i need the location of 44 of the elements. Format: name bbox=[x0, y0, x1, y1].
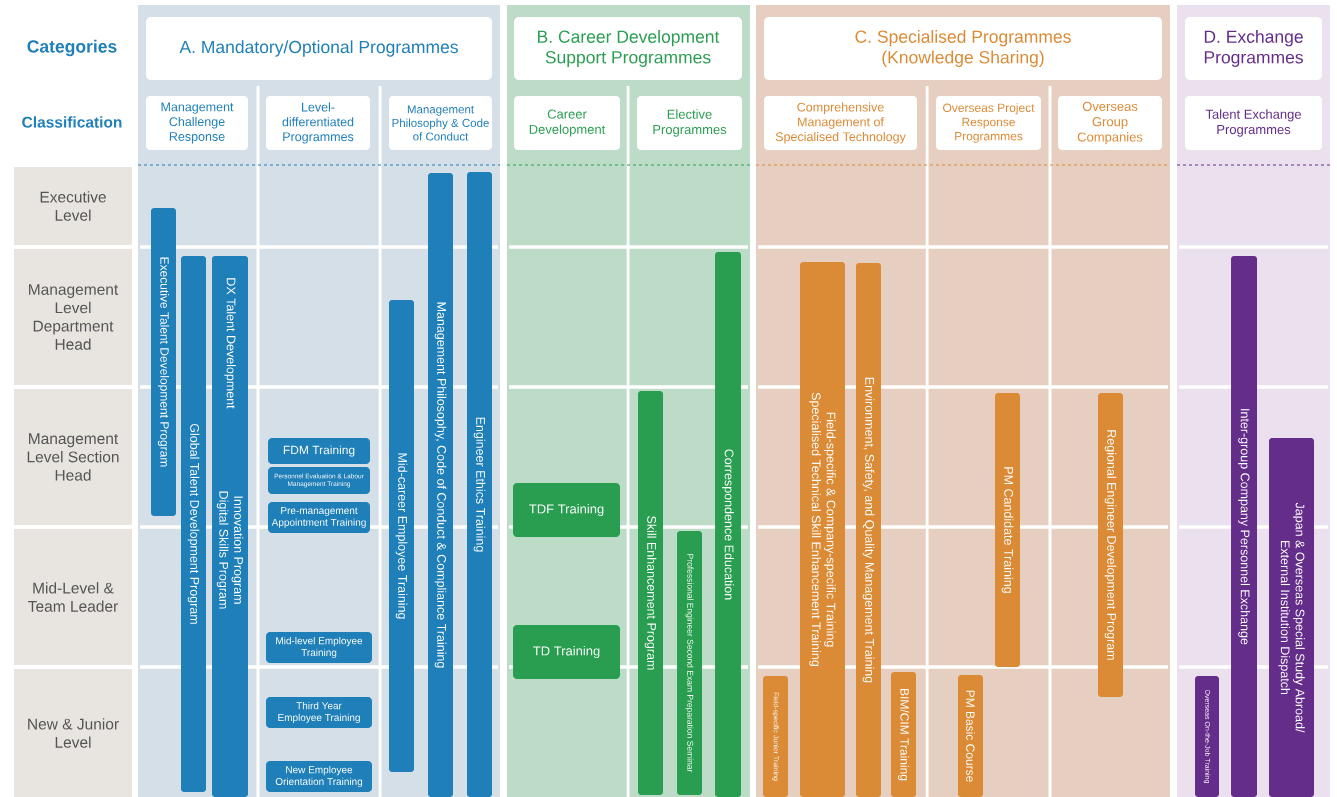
program-bar: Correspondence Education bbox=[715, 252, 741, 797]
program-bar: Professional Engineer Second Exam Preparation Seminar bbox=[677, 531, 702, 795]
program-bar: PM Basic Course bbox=[958, 675, 983, 797]
program-box: FDM Training bbox=[268, 438, 370, 464]
program-bar: Skill Enhancement Program bbox=[638, 391, 663, 795]
program-box: Pre-management Appointment Training bbox=[268, 502, 370, 533]
program-bar: Executive Talent Development Program bbox=[151, 208, 176, 516]
classification-box: Level-differentiated Programmes bbox=[266, 96, 370, 150]
program-bar: Inter-group Company Personnel Exchange bbox=[1231, 256, 1257, 797]
level-cell: New & Junior Level bbox=[14, 669, 132, 797]
category-header: C. Specialised Programmes (Knowledge Sharing) bbox=[764, 17, 1162, 80]
level-cell: Executive Level bbox=[14, 167, 132, 245]
classification-box: Overseas Project Response Programmes bbox=[936, 96, 1041, 150]
level-cell: Management Level Section Head bbox=[14, 389, 132, 525]
level-cell: Mid-Level & Team Leader bbox=[14, 529, 132, 665]
program-bar: Field-specific & Company-specific Training Specialised Technical Skill Enhancement Training bbox=[800, 262, 845, 797]
category-header: D. Exchange Programmes bbox=[1185, 17, 1322, 80]
program-bar: PM Candidate Training bbox=[995, 393, 1020, 667]
classification-box: Talent Exchange Programmes bbox=[1185, 96, 1322, 150]
classification-box: Overseas Group Companies bbox=[1058, 96, 1162, 150]
program-bar: Mid-career Employee Training bbox=[389, 300, 414, 772]
category-header: A. Mandatory/Optional Programmes bbox=[146, 17, 492, 80]
program-box: TDF Training bbox=[513, 483, 620, 537]
program-bar: BIM/CIM Training bbox=[891, 672, 916, 797]
program-bar: Environment, Safety, and Quality Management Training bbox=[856, 263, 881, 797]
program-box: TD Training bbox=[513, 625, 620, 679]
program-box: Mid-level Employee Training bbox=[266, 632, 372, 663]
classification-box: Career Development bbox=[514, 96, 620, 150]
row-header: Classification bbox=[22, 116, 122, 128]
program-bar: Engineer Ethics Training bbox=[467, 172, 492, 797]
program-bar: Global Talent Development Program bbox=[181, 256, 206, 792]
program-box: Third Year Employee Training bbox=[266, 697, 372, 728]
program-bar: Regional Engineer Development Program bbox=[1098, 393, 1123, 697]
classification-box: Elective Programmes bbox=[637, 96, 742, 150]
level-cell: Management Level Department Head bbox=[14, 249, 132, 385]
program-bar: DX Talent Development Innovation Program Digital Skills Program bbox=[212, 256, 248, 797]
program-bar: Management Philosophy, Code of Conduct & Compliance Training bbox=[428, 173, 453, 797]
row-header: Categories bbox=[27, 39, 117, 57]
category-header: B. Career Development Support Programmes bbox=[514, 17, 742, 80]
classification-box: Comprehensive Management of Specialised Technology bbox=[764, 96, 917, 150]
program-box: New Employee Orientation Training bbox=[266, 761, 372, 792]
classification-box: Management Philosophy & Code of Conduct bbox=[389, 96, 492, 150]
program-bar: Japan & Overseas Special Study Abroad/ External Institution Dispatch bbox=[1269, 438, 1314, 797]
classification-box: Management Challenge Response bbox=[146, 96, 248, 150]
